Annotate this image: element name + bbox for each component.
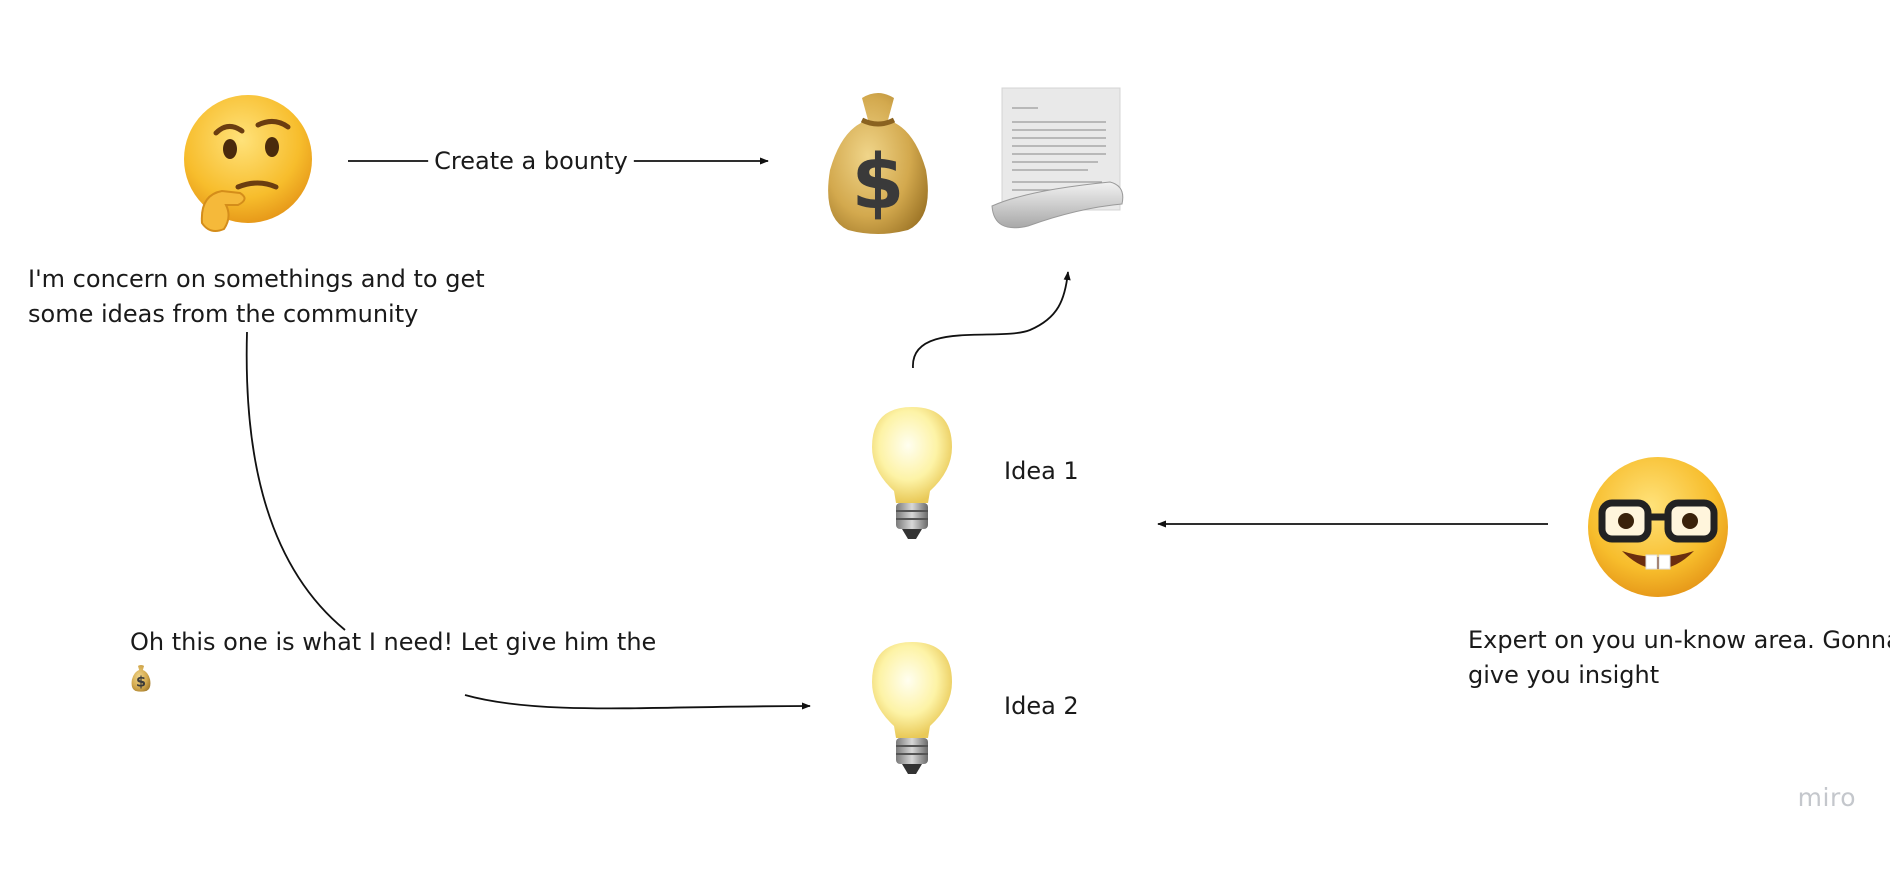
- svg-text:$: $: [136, 675, 146, 691]
- concern-caption-line1: I'm concern on somethings and to get: [28, 265, 485, 293]
- expert-caption-line1: Expert on you un-know area. Gonna: [1468, 626, 1890, 654]
- nerd-face-icon: [1588, 457, 1728, 597]
- money-bag-icon: $: [828, 93, 928, 234]
- reward-money-bag-icon: $: [131, 664, 151, 692]
- miro-watermark: miro: [1797, 783, 1856, 812]
- idea-1-bulb-icon: [872, 407, 952, 539]
- reward-to-idea2-connector[interactable]: [464, 694, 811, 710]
- idea1-to-bounty-connector[interactable]: [912, 271, 1071, 369]
- concern-caption-line2: some ideas from the community: [28, 300, 419, 328]
- create-bounty-label: Create a bounty: [434, 147, 628, 175]
- create-bounty-connector[interactable]: Create a bounty: [348, 145, 769, 177]
- expert-caption: Expert on you un-know area. Gonna give y…: [1468, 623, 1890, 693]
- svg-text:$: $: [852, 137, 905, 226]
- idea-2-label: Idea 2: [1004, 692, 1079, 720]
- concern-to-reward-connector[interactable]: [245, 331, 346, 631]
- reward-note-line1: Oh this one is what I need! Let give him…: [130, 628, 657, 656]
- scroll-document-icon: [991, 87, 1124, 229]
- reward-note: Oh this one is what I need! Let give him…: [130, 625, 656, 692]
- idea-1-label: Idea 1: [1004, 457, 1079, 485]
- expert-caption-line2: give you insight: [1468, 661, 1660, 689]
- thinking-face-icon: [184, 95, 312, 232]
- idea-2-bulb-icon: [872, 642, 952, 774]
- concern-caption: I'm concern on somethings and to get som…: [28, 262, 485, 332]
